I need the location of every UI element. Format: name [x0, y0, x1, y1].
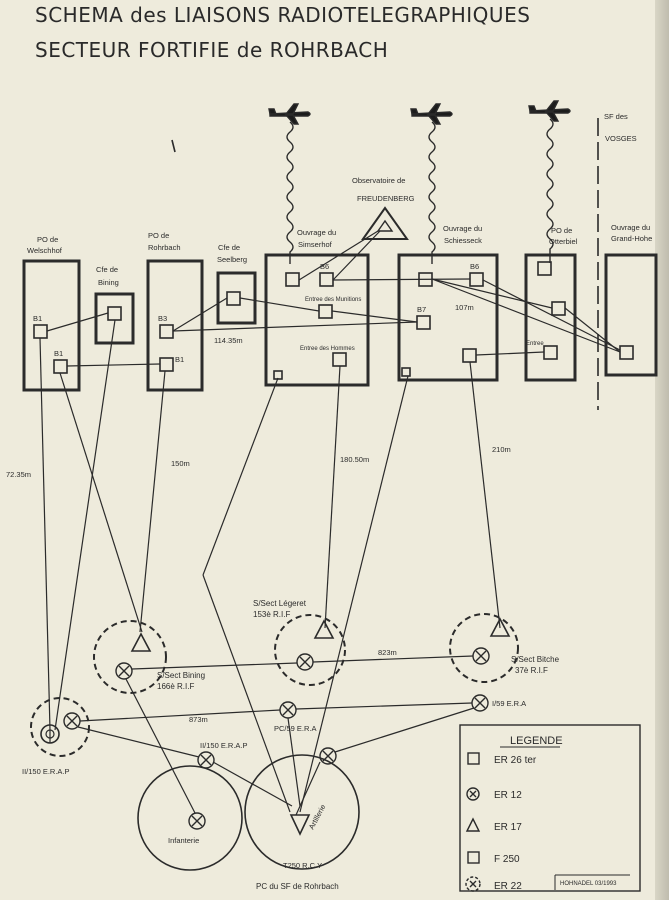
subsector-leyviller-circle [274, 614, 346, 686]
distance-114-label: 114.35m [214, 336, 243, 345]
credit-label: HOHNADEL 03/1993 [560, 881, 617, 887]
post-era150-label: II/150 E.R.A.P [22, 767, 70, 776]
rcy-label: T250 R.C.Y [283, 861, 322, 870]
entree-label: Entree [526, 341, 544, 347]
box-ouvrage-grand-hohekirkel [604, 253, 658, 377]
ouvrage-grand-hohekirkel-label-2: Grand-Hohe [611, 234, 652, 243]
subsector-bitche-label-2: 37è R.I.F [515, 666, 548, 675]
post-era150-label: II/150 E.R.A.P [200, 741, 248, 750]
post-era59-label: I/59 E.R.A [492, 699, 526, 708]
airplane-icon [528, 100, 571, 122]
station-label-b6: B6 [470, 262, 479, 271]
po-rohrbach-label-2: Rohrbach [148, 243, 181, 252]
distance-7235-label: 72.35m [6, 470, 31, 479]
station-label-b3: B3 [158, 314, 167, 323]
subsector-binning-circle [93, 620, 167, 694]
subsector-binning-label-2: 166è R.I.F [157, 682, 194, 691]
subsector-bitche-label-1: S/Sect Bitche [511, 655, 560, 664]
station-label-b6: B6 [320, 262, 329, 271]
ouvrage-grand-hohekirkel-label-1: Ouvrage du [611, 223, 650, 232]
legend-label-er22: ER 22 [494, 881, 522, 892]
distance-873-label: 873m [189, 715, 208, 724]
infanterie-circle [137, 765, 243, 871]
radio-wave-icon [546, 118, 554, 263]
long-links [39, 319, 501, 813]
aircraft-link-3 [528, 100, 571, 263]
box-cfe-seelberg [216, 271, 257, 325]
sf-vosges-label-1: SF des [604, 112, 628, 121]
entree-hommes-label: Entree des Hommes [300, 346, 355, 352]
bottom-links [49, 655, 475, 816]
box-cfe-binning [94, 292, 135, 345]
airplane-icon [410, 103, 453, 125]
entree-munitions-label: Entree des Munitions [305, 297, 361, 303]
box-po-welschhof [22, 259, 81, 392]
legend-box [459, 724, 641, 892]
cfe-binning-label-1: Cfe de [96, 265, 118, 274]
subsector-leyviller-label-1: S/Sect Légeret [253, 599, 307, 608]
distance-210-label: 210m [492, 445, 511, 454]
po-otterbiel-label-2: Otterbiel [549, 237, 578, 246]
er12-nodes [63, 647, 490, 830]
legend-label-er26ter: ER 26 ter [494, 755, 537, 766]
ouvrage-simserhof-label-1: Ouvrage du [297, 228, 336, 237]
pc-sf-rohrbach-label: PC du SF de Rohrbach [256, 882, 339, 891]
distance-107-label: 107m [455, 303, 474, 312]
subsector-bitche-circle [449, 613, 519, 683]
observatory-triangle [361, 206, 409, 240]
ouvrage-simserhof-label-2: Simserhof [298, 240, 333, 249]
distance-150-label: 150m [171, 459, 190, 468]
box-ouvrage-simserhof [264, 253, 370, 387]
ouvrage-schiesseck-label-1: Ouvrage du [443, 224, 482, 233]
po-otterbiel-label-1: PO de [551, 226, 572, 235]
observatory-label-2: FREUDENBERG [357, 194, 415, 203]
sf-vosges-label-2: VOSGES [605, 134, 637, 143]
subsector-binning-label-1: S/Sect Bining [157, 671, 205, 680]
airplane-icon [268, 103, 311, 125]
era-150-group-circle [30, 697, 90, 757]
aircraft-link-1 [268, 103, 311, 264]
board-edge [655, 0, 669, 900]
box-po-otterbiel [524, 253, 577, 382]
legend-label-er12: ER 12 [494, 790, 522, 801]
cfe-binning-label-2: Bining [98, 278, 119, 287]
station-label-b1: B1 [33, 314, 42, 323]
observatory-label-1: Observatoire de [352, 176, 405, 185]
distance-18050-label: 180.50m [340, 455, 369, 464]
po-welschhof-label-1: PO de [37, 235, 58, 244]
artillerie-circle [244, 754, 360, 870]
station-label-b1: B1 [54, 349, 63, 358]
cfe-seelberg-label-2: Seelberg [217, 255, 247, 264]
radio-wave-icon [428, 121, 436, 264]
artillerie-label: Artillerie [307, 803, 328, 831]
box-ouvrage-schiesseck [397, 253, 499, 382]
legend-label-f250: F 250 [494, 854, 520, 865]
legend-title: LEGENDE [510, 735, 563, 747]
post-pc59era-label: PC/59 E.R.A [274, 724, 317, 733]
po-welschhof-label-2: Welschhof [27, 246, 63, 255]
aircraft-link-2 [410, 103, 453, 264]
infanterie-label: Infanterie [168, 836, 199, 845]
box-po-rohrbach [146, 259, 204, 392]
subsector-leyviller-label-2: 153è R.I.F [253, 610, 290, 619]
distance-823-label: 823m [378, 648, 397, 657]
diagram-title: SCHEMA des LIAISONS RADIOTELEGRAPHIQUES [35, 3, 531, 27]
station-label-b7: B7 [417, 305, 426, 314]
radio-wave-icon [286, 121, 294, 264]
po-rohrbach-label-1: PO de [148, 231, 169, 240]
cfe-seelberg-label-1: Cfe de [218, 243, 240, 252]
ouvrage-schiesseck-label-2: Schiesseck [444, 236, 482, 245]
station-label-b1: B1 [175, 355, 184, 364]
legend-label-er17: ER 17 [494, 822, 522, 833]
top-links [46, 230, 621, 367]
diagram-subtitle: SECTEUR FORTIFIE de ROHRBACH [35, 38, 389, 62]
